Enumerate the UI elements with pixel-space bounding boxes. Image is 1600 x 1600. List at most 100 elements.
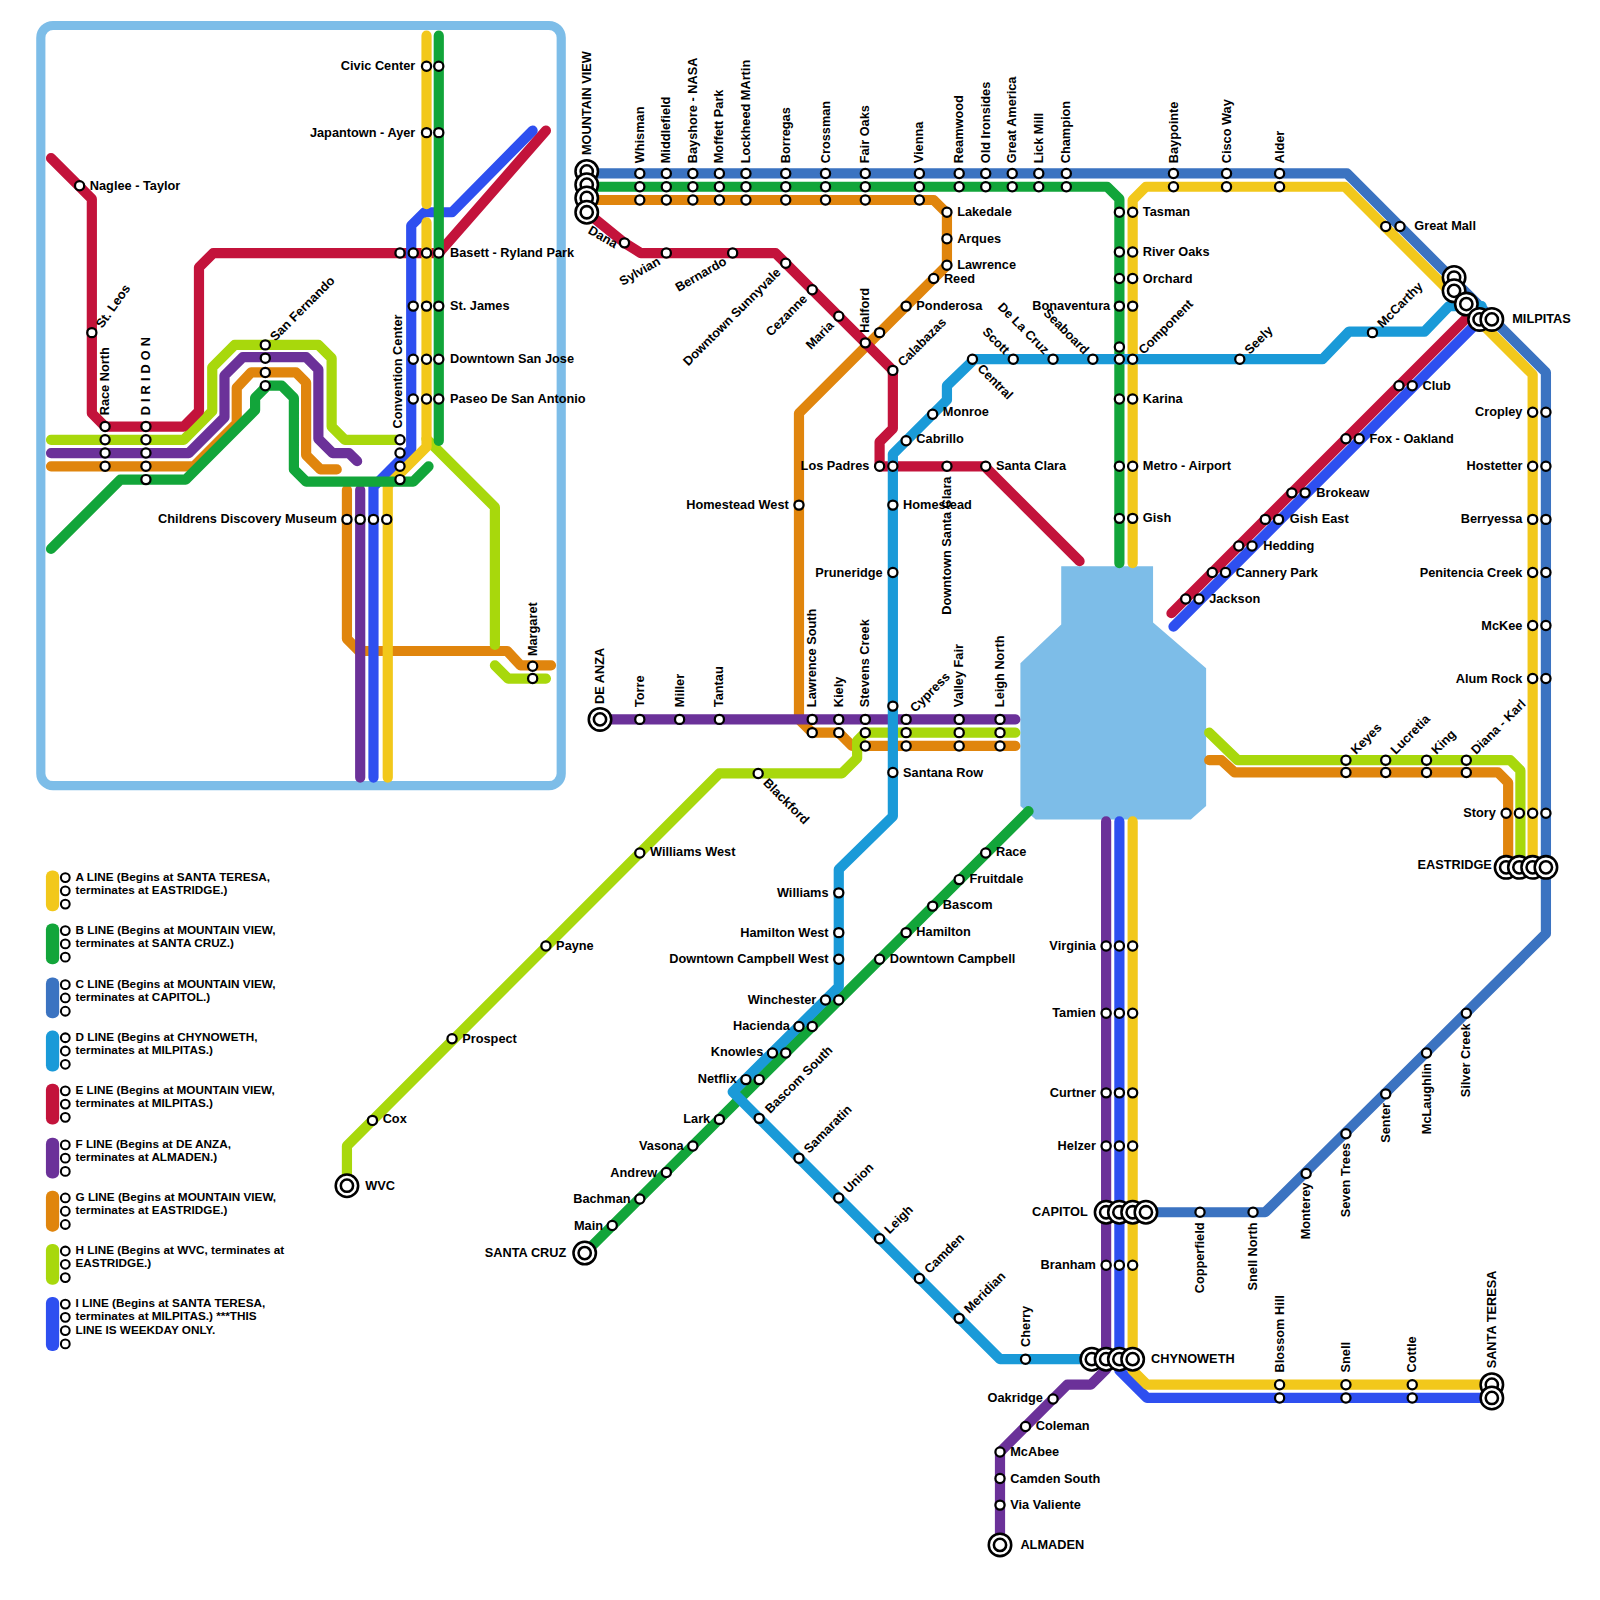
station-dot bbox=[915, 1274, 924, 1283]
station-dot bbox=[942, 234, 951, 243]
station-dot bbox=[808, 1022, 817, 1031]
terminus-core bbox=[1127, 1353, 1139, 1365]
station-dot bbox=[781, 182, 790, 191]
station-label: Main bbox=[574, 1218, 603, 1232]
station-dot bbox=[968, 355, 977, 364]
station-dot bbox=[1102, 941, 1111, 950]
station-dot bbox=[915, 195, 924, 204]
station-label: Via Valiente bbox=[1010, 1498, 1081, 1512]
legend-dot bbox=[61, 1247, 70, 1256]
station-label: Margaret bbox=[526, 602, 540, 656]
station-dot bbox=[942, 208, 951, 217]
station-dot bbox=[1128, 274, 1137, 283]
station-label: Homestead bbox=[903, 498, 972, 512]
station-dot bbox=[902, 728, 911, 737]
station-label: Cherry bbox=[1018, 1306, 1032, 1347]
station-dot bbox=[1528, 408, 1537, 417]
station-dot bbox=[1261, 515, 1270, 524]
station-label: Bascom bbox=[943, 898, 993, 912]
station-dot bbox=[929, 274, 938, 283]
station-dot bbox=[1222, 182, 1231, 191]
station-dot bbox=[861, 195, 870, 204]
station-dot bbox=[620, 238, 629, 247]
station-dot bbox=[1169, 182, 1178, 191]
station-label: Crossman bbox=[818, 101, 832, 163]
station-label: Cisco Way bbox=[1219, 99, 1233, 163]
station-dot bbox=[434, 394, 443, 403]
station-dot bbox=[409, 302, 418, 311]
station-label: Lawrence bbox=[957, 258, 1016, 272]
station-dot bbox=[1462, 1009, 1471, 1018]
station-dot bbox=[422, 128, 431, 137]
station-dot bbox=[888, 768, 897, 777]
station-label: Lick Mill bbox=[1032, 113, 1046, 163]
station-dot bbox=[1502, 809, 1511, 818]
station-dot bbox=[688, 195, 697, 204]
station-dot bbox=[715, 195, 724, 204]
terminus-symbol bbox=[1481, 1387, 1503, 1409]
legend-swatch bbox=[46, 1031, 59, 1072]
station-dot bbox=[875, 955, 884, 964]
station-dot bbox=[1422, 756, 1431, 765]
station-dot bbox=[635, 195, 644, 204]
terminus-ring bbox=[1481, 308, 1503, 330]
station-dot bbox=[1102, 1088, 1111, 1097]
station-dot bbox=[834, 888, 843, 897]
station-dot bbox=[1048, 1394, 1057, 1403]
station-dot bbox=[1541, 408, 1550, 417]
station-dot bbox=[141, 462, 150, 471]
station-dot bbox=[1021, 1355, 1030, 1364]
station-dot bbox=[955, 169, 964, 178]
station-dot bbox=[1368, 328, 1377, 337]
station-dot bbox=[1115, 1009, 1124, 1018]
station-dot bbox=[1115, 1261, 1124, 1270]
station-label: Bayshore - NASA bbox=[686, 58, 700, 164]
legend-dots bbox=[59, 1297, 73, 1358]
station-dot bbox=[928, 902, 937, 911]
station-label: Cottle bbox=[1405, 1336, 1419, 1372]
station-dot bbox=[101, 435, 110, 444]
station-label: Vienna bbox=[912, 122, 926, 164]
station-dot bbox=[1102, 1009, 1111, 1018]
terminus-symbol bbox=[1135, 1201, 1157, 1223]
station-label: Champion bbox=[1059, 101, 1073, 163]
station-dot bbox=[1115, 941, 1124, 950]
station-label: Japantown - Ayer bbox=[310, 126, 415, 140]
station-dot bbox=[808, 285, 817, 294]
station-dot bbox=[834, 995, 843, 1004]
legend-dot bbox=[61, 1153, 70, 1162]
station-dot bbox=[888, 702, 897, 711]
station-dot bbox=[1528, 568, 1537, 577]
station-dot bbox=[1381, 768, 1390, 777]
station-dot bbox=[715, 715, 724, 724]
station-dot bbox=[1221, 568, 1230, 577]
terminus-symbol bbox=[989, 1534, 1011, 1556]
station-dot bbox=[861, 169, 870, 178]
station-label: Tamien bbox=[1052, 1006, 1096, 1020]
station-dot bbox=[834, 1193, 843, 1202]
station-dot bbox=[955, 728, 964, 737]
station-label: Pruneridge bbox=[815, 565, 882, 579]
legend-dots bbox=[59, 1031, 73, 1092]
station-dot bbox=[1341, 756, 1350, 765]
station-dot bbox=[955, 741, 964, 750]
station-dot bbox=[715, 169, 724, 178]
terminus-core bbox=[341, 1180, 353, 1192]
legend-dot bbox=[61, 953, 70, 962]
station-dot bbox=[368, 1116, 377, 1125]
station-label: Blackford bbox=[760, 776, 812, 828]
station-label: ALMADEN bbox=[1020, 1538, 1084, 1552]
station-dot bbox=[741, 195, 750, 204]
station-dot bbox=[1181, 594, 1190, 603]
i-line bbox=[373, 131, 1491, 1398]
station-label: Virginia bbox=[1049, 939, 1096, 953]
station-label: Great America bbox=[1005, 77, 1019, 164]
legend-dot bbox=[61, 1313, 70, 1322]
station-dot bbox=[754, 769, 763, 778]
station-label: Seven Trees bbox=[1339, 1143, 1353, 1217]
station-dot bbox=[141, 435, 150, 444]
station-dot bbox=[1128, 394, 1137, 403]
station-label: Fox - Oakland bbox=[1369, 432, 1453, 446]
station-dot bbox=[781, 1048, 790, 1057]
